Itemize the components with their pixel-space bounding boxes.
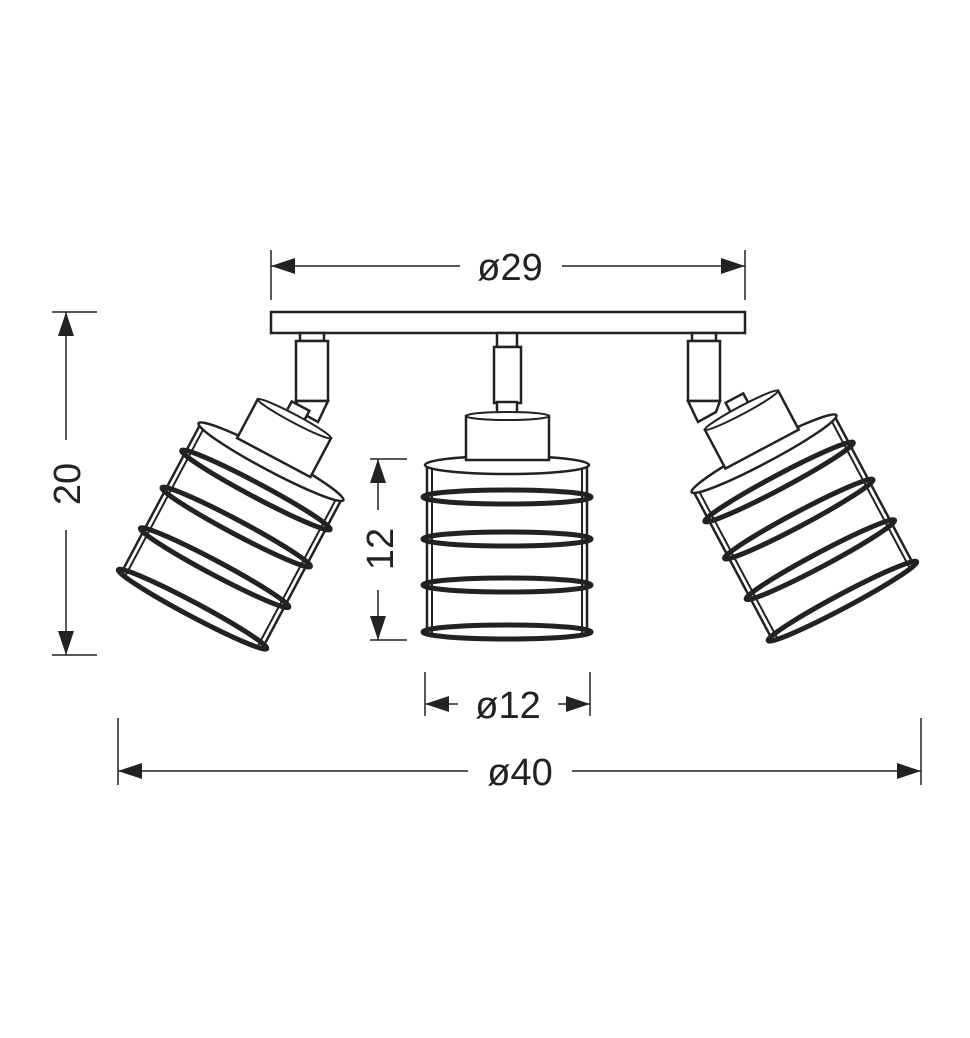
dimension-bar-width [270, 250, 746, 300]
label-total-width: ø40 [487, 752, 552, 794]
ceiling-bar [269, 310, 747, 335]
dimension-shade-height [370, 458, 407, 641]
dimension-total-width [117, 718, 922, 785]
left-lamp-shade [115, 367, 375, 655]
label-height: 20 [47, 463, 89, 505]
label-shade-height: 12 [360, 528, 402, 570]
center-lamp-shade [423, 402, 591, 639]
dimension-height [52, 311, 97, 656]
dimension-shade-diameter [424, 672, 591, 716]
stems [294, 331, 722, 424]
label-shade-diameter: ø12 [475, 685, 540, 727]
label-bar-width: ø29 [477, 247, 542, 289]
